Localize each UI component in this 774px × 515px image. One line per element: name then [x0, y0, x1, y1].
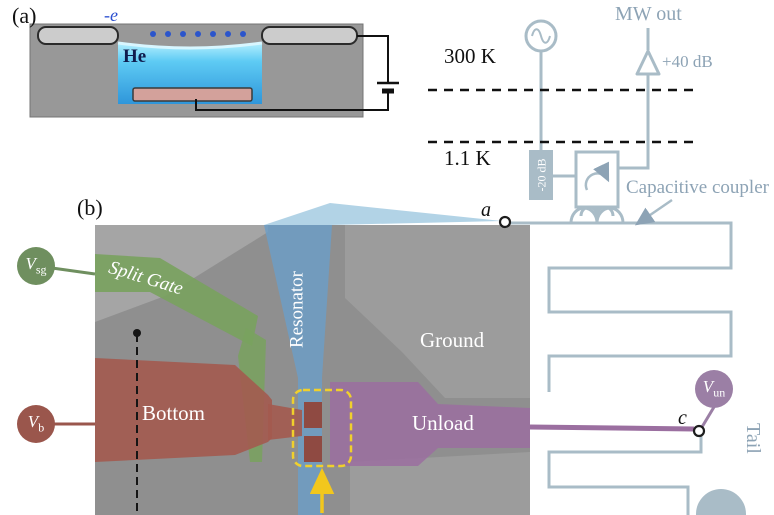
node-c-label: c	[678, 407, 687, 429]
vsg-label: Vsg	[14, 255, 58, 275]
vsg-subscript: sg	[35, 262, 47, 277]
circulator-box	[574, 150, 620, 209]
unload-label: Unload	[412, 411, 474, 435]
panel-b-label: (b)	[77, 195, 103, 220]
sine-icon	[531, 28, 551, 44]
electron-dots	[150, 31, 246, 37]
cut-line	[133, 329, 141, 515]
voltage-nodes	[17, 247, 733, 443]
electron-charge-label: -e	[104, 5, 118, 25]
amplifier-icon	[635, 49, 661, 76]
vun-node	[695, 370, 733, 408]
vun-label: Vun	[692, 378, 736, 398]
channel-device-upper	[304, 402, 322, 428]
unload-region	[330, 382, 530, 466]
panel-a-label: (a)	[12, 3, 37, 28]
left-electrode	[37, 26, 119, 45]
vun-subscript: un	[713, 385, 726, 400]
temp-1-1k-label: 1.1 K	[444, 146, 491, 170]
vb-label: Vb	[14, 413, 58, 433]
node-markers	[498, 215, 706, 438]
circulator-arrow-icon	[584, 161, 610, 191]
ground-region	[345, 225, 530, 398]
resonator-taper	[264, 203, 502, 225]
bottom-electrode	[132, 87, 253, 102]
unload-line	[529, 424, 695, 432]
panel-a-schematic	[29, 23, 399, 118]
vb-node	[17, 405, 55, 443]
node-a-label: a	[481, 199, 491, 221]
gain-label: +40 dB	[662, 52, 713, 71]
vb-subscript: b	[38, 420, 45, 435]
right-electrode	[261, 26, 358, 45]
tail-meander	[547, 436, 703, 515]
temp-300k-label: 300 K	[444, 44, 496, 68]
node-c-marker	[692, 424, 706, 438]
coupler-pointer-arrow	[634, 198, 673, 226]
wires-and-battery	[195, 35, 399, 111]
attenuator-label-wrap: -20 dB	[527, 149, 555, 201]
amplifier-line	[618, 74, 650, 170]
mw-out-label: MW out	[615, 3, 682, 25]
helium-label: He	[123, 46, 147, 67]
mw-circuit	[510, 19, 746, 515]
attenuator-label: -20 dB	[534, 158, 548, 192]
bottom-region	[95, 358, 272, 462]
vsg-symbol: V	[25, 254, 36, 273]
ground-lower-region	[350, 452, 530, 515]
resonator-label: Resonator	[286, 270, 308, 349]
attenuator-box	[529, 150, 553, 200]
bottom-neck	[268, 404, 302, 440]
bond-pad	[696, 489, 746, 515]
ground-label: Ground	[420, 328, 485, 352]
channel-device-lower	[304, 436, 322, 462]
microchannel-highlight-box	[291, 388, 353, 468]
split-gate-region	[95, 254, 258, 346]
temperature-stage-lines	[428, 88, 700, 144]
vun-symbol: V	[702, 377, 714, 396]
helium-surface	[117, 41, 263, 50]
vb-symbol: V	[27, 412, 39, 431]
resonator-meander	[510, 221, 733, 392]
vsg-node	[17, 247, 55, 285]
node-a-marker	[498, 215, 512, 229]
sem-image	[95, 203, 695, 515]
bottom-label: Bottom	[142, 401, 206, 425]
tail-label: Tail	[742, 423, 764, 454]
capacitive-coupler-label: Capacitive coupler	[626, 177, 769, 198]
